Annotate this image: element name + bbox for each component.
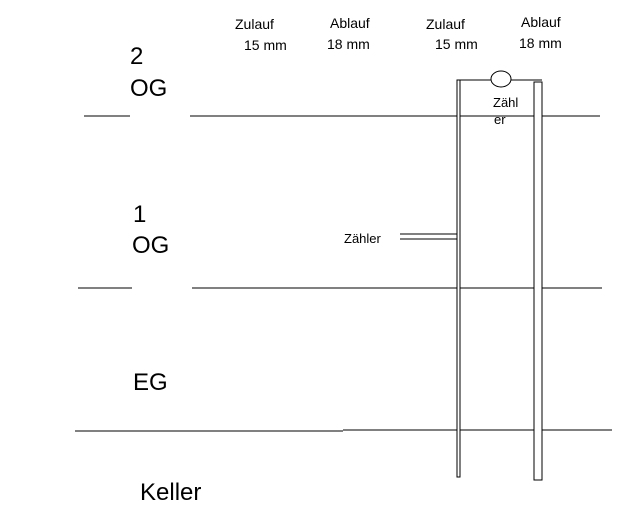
- side-meter-label: Zähler: [344, 231, 381, 246]
- ablauf-right-label: Ablauf: [521, 14, 561, 30]
- ablauf-right-size: 18 mm: [519, 35, 562, 51]
- top-meter-icon: [490, 70, 512, 88]
- floor-2og-label: OG: [130, 75, 168, 102]
- floor-eg-label: EG: [133, 369, 168, 396]
- ablauf-pipe: [533, 81, 543, 481]
- floor-1og-label: OG: [132, 232, 170, 259]
- ablauf-left-size: 18 mm: [327, 36, 370, 52]
- floor-1og-number: 1: [133, 201, 147, 228]
- ablauf-left-label: Ablauf: [330, 15, 370, 31]
- floor-2og-number: 2: [130, 43, 144, 70]
- zulauf-pipe: [456, 79, 461, 478]
- zulauf-left-label: Zulauf: [235, 16, 274, 32]
- top-meter-label-line1: Zähl: [493, 95, 519, 110]
- zulauf-right-size: 15 mm: [435, 36, 478, 52]
- zulauf-left-size: 15 mm: [244, 37, 287, 53]
- zulauf-right-label: Zulauf: [426, 16, 465, 32]
- top-meter-label-line2: er: [494, 112, 506, 127]
- floor-keller-label: Keller: [140, 479, 202, 506]
